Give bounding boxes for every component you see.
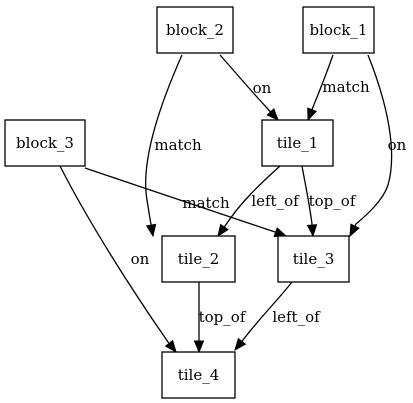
edge-line — [301, 165, 314, 237]
node-label: block_1 — [310, 21, 368, 39]
edge-line — [307, 54, 334, 121]
edge-label: match — [154, 136, 202, 154]
arrow-head-icon — [306, 224, 318, 238]
edge-block_1-tile_1: match — [307, 54, 370, 122]
edge-line — [219, 54, 279, 121]
node-tile-2: tile_2 — [161, 235, 236, 283]
node-box — [156, 6, 234, 54]
edge-block_2-tile_1: on — [219, 54, 279, 121]
edge-label: on — [253, 79, 272, 97]
node-box — [261, 119, 334, 167]
edge-label: top_of — [309, 192, 357, 210]
node-box — [4, 119, 86, 167]
node-box — [161, 235, 236, 283]
edge-line — [349, 54, 393, 237]
node-box — [277, 235, 350, 283]
arrow-head-icon — [164, 339, 177, 354]
edge-label: match — [182, 194, 230, 212]
edge-block_3-tile_4: on — [59, 165, 177, 354]
edge-block_1-tile_3: on — [349, 54, 407, 238]
arrow-head-icon — [349, 223, 360, 238]
edge-tile_3-tile_4: left_of — [234, 281, 321, 352]
node-label: tile_1 — [277, 134, 319, 152]
node-box — [302, 6, 375, 54]
edge-line — [84, 167, 287, 237]
edge-line — [217, 165, 281, 237]
node-label: tile_4 — [178, 366, 220, 384]
arrow-head-icon — [273, 227, 288, 237]
edge-label: match — [322, 78, 370, 96]
edges-layer: on match match on match on left_of top_of top_of… — [59, 54, 407, 354]
arrow-head-icon — [307, 107, 318, 122]
node-label: tile_3 — [293, 250, 335, 268]
edge-tile_1-tile_2: left_of — [217, 165, 300, 238]
node-label: tile_2 — [178, 250, 220, 268]
edge-label: top_of — [199, 308, 247, 326]
node-box — [161, 351, 236, 399]
edge-label: left_of — [251, 192, 300, 210]
node-label: block_2 — [166, 21, 224, 39]
arrow-head-icon — [234, 337, 247, 352]
edge-label: on — [131, 250, 150, 268]
edge-block_3-tile_3: match — [84, 167, 288, 237]
arrow-head-icon — [217, 223, 229, 238]
edge-line — [234, 281, 293, 351]
edge-tile_2-tile_4: top_of — [193, 282, 247, 354]
arrow-head-icon — [193, 340, 205, 354]
node-block-3: block_3 — [4, 119, 86, 167]
edge-label: left_of — [272, 308, 321, 326]
edge-line — [145, 54, 183, 237]
edge-label: on — [388, 136, 407, 154]
node-label: block_3 — [16, 134, 74, 152]
edge-block_2-tile_2: match — [145, 54, 202, 238]
node-tile-3: tile_3 — [277, 235, 350, 283]
arrow-head-icon — [266, 107, 279, 121]
node-tile-4: tile_4 — [161, 351, 236, 399]
node-tile-1: tile_1 — [261, 119, 334, 167]
node-block-2: block_2 — [156, 6, 234, 54]
arrow-head-icon — [145, 223, 157, 238]
edge-tile_1-tile_3: top_of — [301, 165, 357, 238]
edge-line — [59, 165, 177, 353]
node-block-1: block_1 — [302, 6, 375, 54]
